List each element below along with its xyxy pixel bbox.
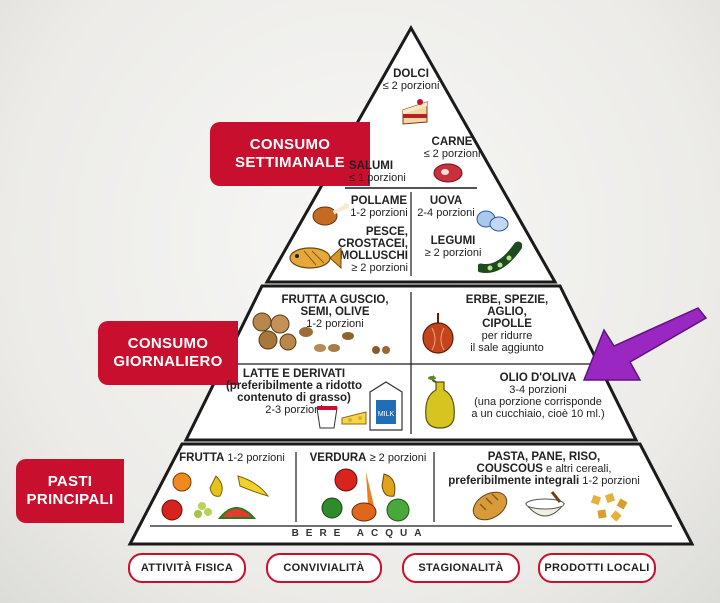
nuts-icon	[252, 312, 390, 354]
pill-convivialita: CONVIVIALITÀ	[266, 553, 382, 583]
pill-stagionalita: STAGIONALITÀ	[402, 553, 520, 583]
pesce-label: PESCE,CROSTACEI,MOLLUSCHI≥ 2 porzioni	[337, 226, 408, 274]
bread-icon	[472, 491, 508, 521]
water-label: BERE ACQUA	[291, 528, 429, 539]
verdura-label: VERDURA ≥ 2 porzioni	[309, 452, 427, 464]
pill-prodotti-locali: PRODOTTI LOCALI	[538, 553, 656, 583]
dolci-label: DOLCI≤ 2 porzioni	[382, 68, 440, 92]
vegetables-icon	[321, 468, 410, 522]
latte-label: LATTE E DERIVATI(preferibilmente a ridot…	[225, 368, 363, 416]
pasta-label: PASTA, PANE, RISO,COUSCOUS e altri cerea…	[448, 451, 640, 487]
chicken-leg-icon	[312, 203, 349, 226]
frutta-label: FRUTTA 1-2 porzioni	[179, 452, 285, 464]
olive-oil-icon	[425, 375, 455, 429]
fish-icon	[289, 246, 342, 270]
svg-text:MILK: MILK	[378, 411, 395, 418]
highlight-arrow-icon	[582, 307, 708, 381]
salumi-label: SALUMI≤ 1 porzioni	[349, 160, 406, 184]
cheese-icon	[341, 411, 367, 425]
ribbon-weekly: CONSUMO SETTIMANALE	[210, 122, 370, 186]
legumi-label: LEGUMI≥ 2 porzioni	[424, 235, 482, 259]
pill-attivita-fisica: ATTIVITÀ FISICA	[128, 553, 246, 583]
pasta-icon	[590, 492, 628, 522]
steak-icon	[433, 163, 463, 183]
ribbon-meals: PASTI PRINCIPALI	[16, 459, 124, 523]
carne-label: CARNE≤ 2 porzioni	[423, 136, 481, 160]
yogurt-icon	[316, 406, 338, 429]
eggs-icon	[476, 210, 509, 232]
onion-icon	[422, 313, 454, 354]
milk-icon: MILK	[369, 381, 403, 431]
fruit-icon	[161, 472, 270, 521]
peas-icon	[478, 241, 522, 274]
cake-icon	[402, 99, 428, 125]
ribbon-daily: CONSUMO GIORNALIERO	[98, 321, 238, 385]
rice-icon	[524, 491, 566, 517]
meals-tier	[127, 442, 695, 546]
